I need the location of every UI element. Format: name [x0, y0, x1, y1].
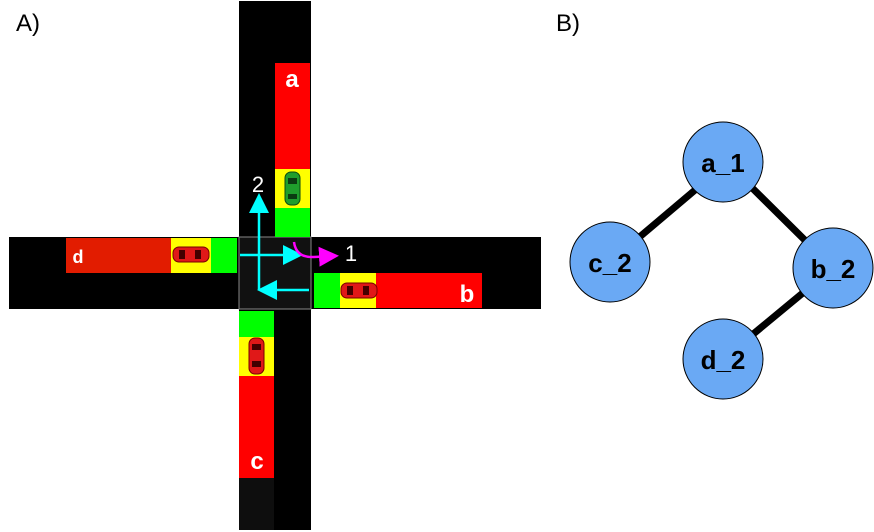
- conflict-graph: a_1 c_2 b_2 d_2: [569, 121, 874, 400]
- lane-d-queue: [66, 238, 237, 273]
- movement-2-label: 2: [252, 172, 264, 197]
- lane-a-label: a: [285, 66, 299, 93]
- node-d2-label: d_2: [701, 345, 746, 375]
- car-icon: [284, 171, 301, 206]
- road-end-shade: [239, 478, 274, 530]
- lane-b-label: b: [460, 281, 475, 308]
- node-b2-label: b_2: [811, 254, 856, 284]
- intersection-box: [238, 236, 312, 310]
- lane-b-queue: [314, 273, 482, 308]
- panel-b-label: B): [556, 10, 580, 37]
- lane-c-queue: [239, 311, 274, 478]
- car-icon: [340, 282, 378, 299]
- node-d2: [682, 318, 764, 400]
- lane-d-label: d: [73, 247, 84, 267]
- movement-1-label: 1: [345, 241, 357, 266]
- car-icon: [172, 246, 210, 263]
- node-c2: [569, 221, 651, 303]
- node-a1: [682, 121, 764, 203]
- lane-c-label: c: [250, 448, 263, 475]
- lane-a-queue: [275, 63, 310, 237]
- node-a1-label: a_1: [701, 148, 744, 178]
- movement-1-arrow: [292, 241, 339, 267]
- panel-a-label: A): [16, 10, 40, 37]
- node-c2-label: c_2: [588, 248, 631, 278]
- car-icon: [248, 337, 265, 375]
- node-b2: [792, 227, 874, 309]
